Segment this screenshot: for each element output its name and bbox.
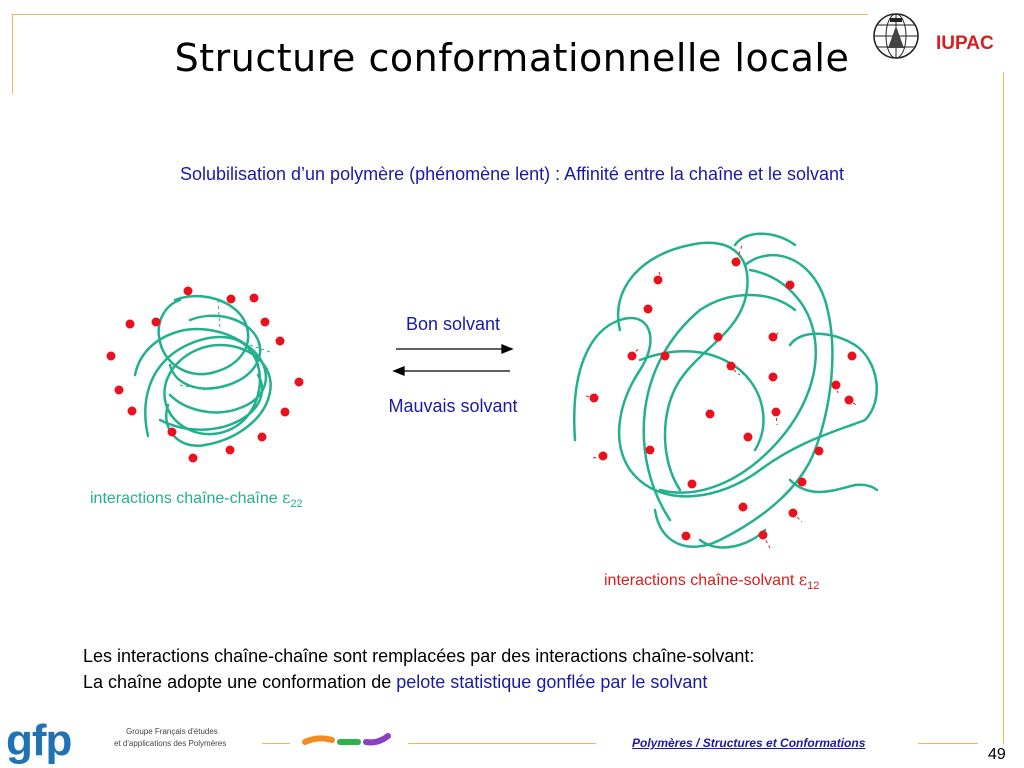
- epsilon-subscript: 22: [290, 498, 302, 510]
- footer-divider: [408, 743, 596, 744]
- caption-chain-solvent: interactions chaîne-solvant ε12: [604, 570, 819, 592]
- equilibrium-arrows: [394, 345, 512, 375]
- conclusion-line-1: Les interactions chaîne-chaîne sont remp…: [83, 643, 754, 669]
- epsilon-subscript: 12: [807, 580, 819, 592]
- conclusion-text: Les interactions chaîne-chaîne sont remp…: [83, 643, 754, 695]
- colored-dashes-icon: [300, 730, 400, 750]
- footer-title: Polymères / Structures et Conformations: [632, 736, 865, 750]
- gfp-logo-line-2: et d'applications des Polymères: [114, 739, 226, 748]
- conclusion-highlight: pelote statistique gonflée par le solvan…: [396, 672, 707, 692]
- mauvais-solvant-label: Mauvais solvant: [360, 396, 546, 417]
- bon-solvant-label: Bon solvant: [360, 314, 546, 335]
- conclusion-line-2-start: La chaîne adopte une conformation de: [83, 672, 396, 692]
- footer-divider: [918, 743, 978, 744]
- conclusion-line-2: La chaîne adopte une conformation de pel…: [83, 669, 754, 695]
- page-number: 49: [988, 746, 1006, 764]
- caption-chain-solvent-text: interactions chaîne-solvant: [604, 572, 799, 589]
- footer-divider: [262, 743, 290, 744]
- gfp-logo: gfp: [6, 716, 71, 766]
- swollen-coil: [574, 234, 877, 548]
- caption-chain-chain-text: interactions chaîne-chaîne: [90, 490, 282, 507]
- epsilon-symbol: ε: [799, 570, 807, 589]
- gfp-logo-line-1: Groupe Français d'études: [126, 727, 218, 736]
- caption-chain-chain: interactions chaîne-chaîne ε22: [90, 488, 303, 510]
